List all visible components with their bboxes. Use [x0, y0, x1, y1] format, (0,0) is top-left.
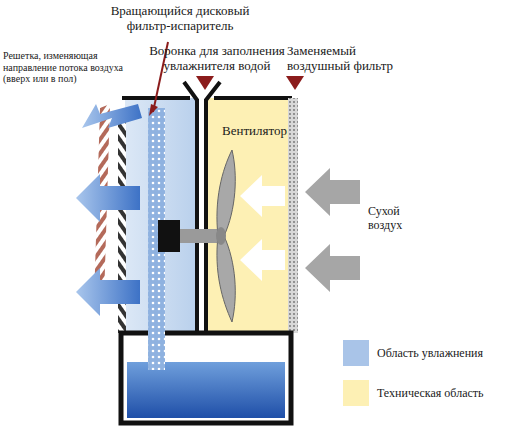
hub: [158, 220, 180, 252]
water-tank: [121, 333, 291, 423]
air-label: Сухой воздух: [368, 205, 430, 233]
legend-entry: Область увлажнения: [343, 340, 483, 366]
pointer-triangle: [286, 76, 304, 90]
intake-arrow: [305, 168, 360, 216]
outflow-arrow: [82, 104, 142, 128]
part-label: Вентилятор: [222, 124, 312, 139]
water: [127, 362, 285, 418]
inner-arrow: [240, 175, 285, 217]
outflow-arrow: [76, 268, 140, 316]
part-label: Заменяемый воздушный фильтр: [287, 44, 399, 74]
legend-swatch: [343, 340, 369, 366]
inner-arrow: [240, 239, 285, 281]
legend-text: Область увлажнения: [377, 346, 483, 361]
outflow-arrow: [76, 174, 140, 222]
part-label: Воронка для заполнения увлажнителя водой: [142, 44, 292, 74]
air-filter: [288, 98, 298, 333]
part-label: Решетка, изменяющая направление потока в…: [3, 50, 131, 85]
legend-swatch: [343, 380, 369, 406]
part-label: Вращающийся дисковый фильтр-испаритель: [92, 4, 268, 34]
legend-text: Техническая область: [377, 386, 484, 401]
legend-entry: Техническая область: [343, 380, 484, 406]
pointer-triangle: [196, 76, 214, 90]
fan-hub: [216, 227, 226, 245]
intake-arrow: [305, 244, 360, 292]
fan-blade: [217, 236, 235, 322]
shaft: [180, 229, 220, 243]
funnel: [184, 82, 220, 345]
leader-head: [149, 104, 158, 116]
fan-blade: [217, 150, 235, 236]
